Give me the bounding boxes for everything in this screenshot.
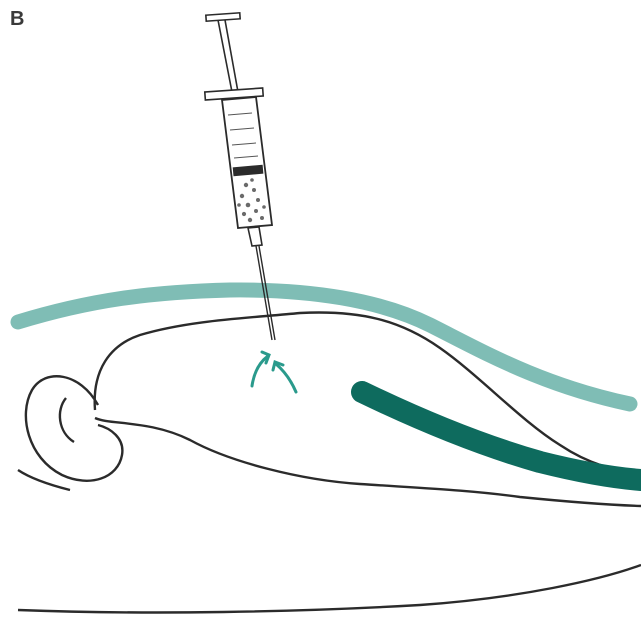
duodenum-inner-outline	[60, 398, 74, 442]
left-edge-outline	[18, 470, 70, 490]
body-bottom-outline	[18, 565, 641, 612]
duodenum-outline	[26, 376, 123, 481]
skin-band	[18, 290, 630, 404]
tube	[362, 392, 641, 480]
arrow-icon	[252, 352, 296, 392]
syringe-icon	[205, 13, 272, 246]
